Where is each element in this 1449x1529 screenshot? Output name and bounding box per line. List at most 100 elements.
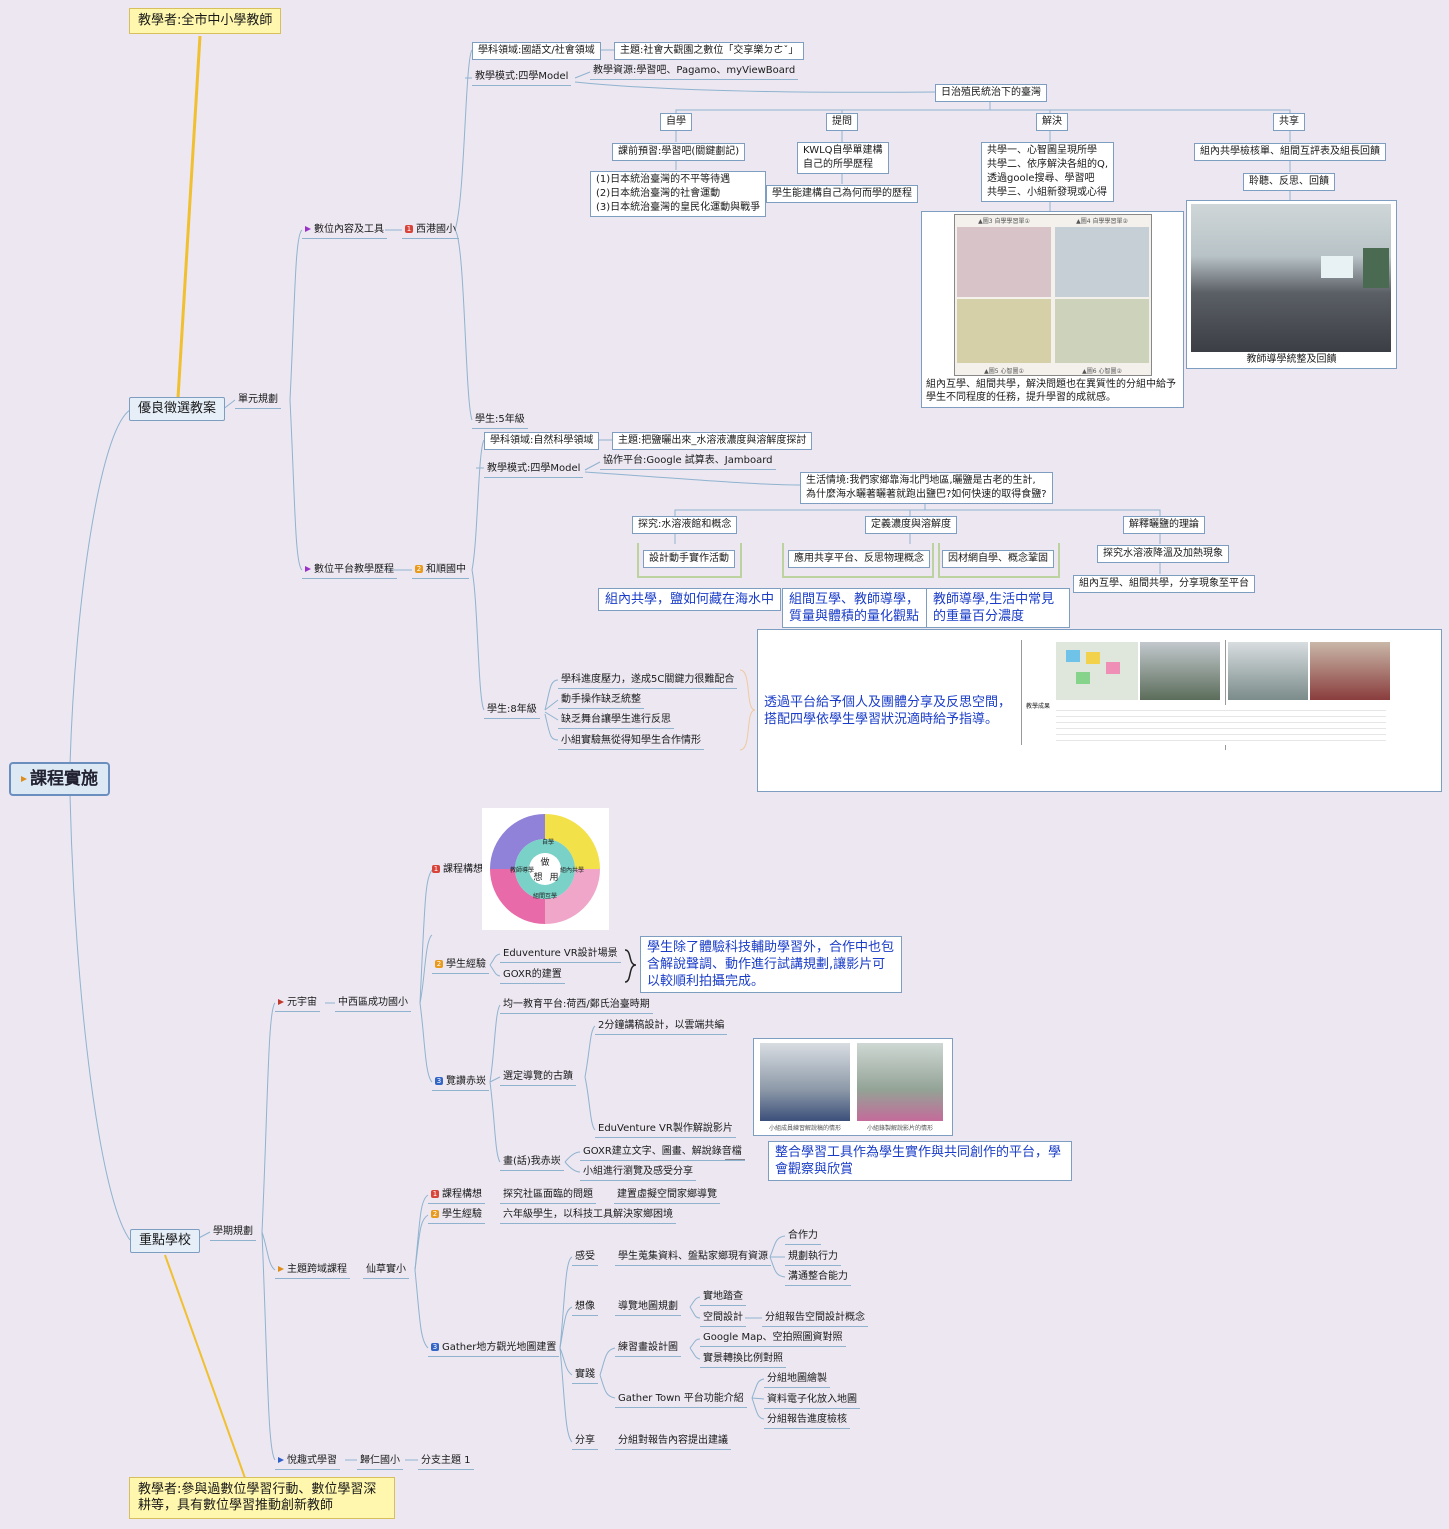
- junyi-platform[interactable]: 均一教育平台:荷西/鄭氏治臺時期: [500, 998, 653, 1014]
- metaverse[interactable]: 元宇宙: [275, 996, 320, 1012]
- fun-learning[interactable]: 悅趣式學習: [275, 1454, 340, 1470]
- vr-video[interactable]: EduVenture VR製作解說影片: [595, 1122, 736, 1138]
- feel-value[interactable]: 學生蒐集資料、盤點家鄉現有資源: [615, 1250, 771, 1266]
- s2-mode[interactable]: 教學模式:四學Model: [484, 462, 584, 478]
- s2-factor[interactable]: 因材網自學、概念鞏固: [942, 550, 1054, 568]
- s1-share[interactable]: 共享: [1273, 113, 1305, 131]
- semester-plan[interactable]: 學期規劃: [210, 1225, 256, 1241]
- classroom-photo-panel[interactable]: 教師導學統整及回饋: [1186, 200, 1397, 369]
- s1-share-steps[interactable]: 共學一、心智圖呈現所學 共學二、依序解決各組的Q, 透過goole搜尋、學習吧 …: [981, 142, 1115, 202]
- s2-subject[interactable]: 學科領域:自然科學領域: [484, 432, 600, 450]
- gt-item[interactable]: 資料電子化放入地圖: [764, 1393, 860, 1409]
- feel-skill[interactable]: 溝通整合能力: [785, 1270, 851, 1286]
- b-exp-value[interactable]: 六年級學生，以科技工具解決家鄉困境: [500, 1208, 676, 1224]
- feel[interactable]: 感受: [572, 1250, 598, 1266]
- focus-branch[interactable]: 重點學校: [130, 1229, 201, 1253]
- s1-topic[interactable]: 主題:社會大觀園之數位「交享樂ㄉㄜˇ」: [614, 42, 805, 60]
- gt-item[interactable]: 分組地圖繪製: [764, 1372, 830, 1388]
- s2-issue[interactable]: 缺乏舞台讓學生進行反思: [558, 713, 674, 729]
- feel-skill[interactable]: 規劃執行力: [785, 1250, 841, 1266]
- s1-subject[interactable]: 學科領域:國語文/社會領域: [472, 42, 601, 60]
- s1-ask[interactable]: 提問: [826, 113, 858, 131]
- teacher-note-top[interactable]: 教學者:全市中小學教師: [129, 8, 282, 34]
- s1-resources[interactable]: 教學資源:學習吧、Pagamo、myViewBoard: [590, 64, 799, 80]
- s1-kwlq-result[interactable]: 學生能建構自己為何而學的歷程: [766, 185, 918, 203]
- sharing-value[interactable]: 分組對報告內容提出建議: [615, 1434, 731, 1450]
- sketch-item[interactable]: Google Map、空拍照圖資對照: [700, 1331, 846, 1347]
- sharing[interactable]: 分享: [572, 1434, 598, 1450]
- s1-theme[interactable]: 日治殖民統治下的臺灣: [935, 84, 1047, 102]
- space-design[interactable]: 空間設計: [700, 1311, 746, 1327]
- school-guiren[interactable]: 歸仁國小: [357, 1454, 403, 1470]
- s1-listen[interactable]: 聆聽、反思、回饋: [1243, 173, 1335, 191]
- feel-skill[interactable]: 合作力: [785, 1229, 821, 1245]
- teacher-note-bottom[interactable]: 教學者:參與過數位學習行動、數位學習深耕等，具有數位學習推動創新教師: [129, 1477, 395, 1519]
- school-xiancao[interactable]: 仙草實小: [363, 1263, 409, 1279]
- b-idea-value-2[interactable]: 建置虛擬空間家鄉導覽: [614, 1188, 720, 1204]
- s2-issue[interactable]: 小組實驗無從得知學生合作情形: [558, 734, 704, 750]
- exp-item[interactable]: Eduventure VR設計場景: [500, 947, 621, 963]
- exp-note[interactable]: 學生除了體驗科技輔助學習外，合作中也包含解說聲調、動作進行試講規劃,讓影片可以較…: [640, 936, 902, 993]
- imagine[interactable]: 想像: [572, 1300, 598, 1316]
- s1-kwlq[interactable]: KWLQ自學單建構 自己的所學歷程: [797, 142, 889, 174]
- excellent-branch[interactable]: 優良徵選教案: [129, 397, 226, 421]
- survey[interactable]: 實地踏查: [700, 1290, 746, 1306]
- b-idea-value[interactable]: 探究社區面臨的問題: [500, 1188, 596, 1204]
- group-browse[interactable]: 小組進行瀏覽及感受分享: [580, 1165, 696, 1181]
- platform-branch[interactable]: 數位平台教學歷程: [302, 563, 397, 579]
- goxr-build[interactable]: GOXR建立文字、圖畫、解說錄音檔: [580, 1145, 745, 1161]
- script-design[interactable]: 2分鐘講稿設計，以雲端共編: [595, 1019, 728, 1035]
- s2-apply[interactable]: 應用共享平台、反思物理概念: [788, 550, 930, 568]
- select-monument[interactable]: 選定導覽的古蹟: [500, 1070, 576, 1086]
- s2-explain[interactable]: 解釋曬鹽的理論: [1123, 516, 1205, 534]
- s2-design[interactable]: 設計動手實作活動: [643, 550, 735, 568]
- school-chenggong[interactable]: 中西區成功國小: [335, 996, 411, 1012]
- sketch-item[interactable]: 實景轉換比例對照: [700, 1352, 786, 1368]
- s1-peer-check[interactable]: 組內共學檢核單、組間互評表及組長回饋: [1194, 143, 1386, 161]
- s2-cooling[interactable]: 探究水溶液降溫及加熱現象: [1097, 545, 1229, 563]
- sketch[interactable]: 練習畫設計圖: [615, 1341, 681, 1357]
- s1-preview[interactable]: 課前預習:學習吧(關鍵劃記): [612, 143, 746, 161]
- unit-plan[interactable]: 單元規劃: [235, 393, 281, 409]
- s2-blue-note-3[interactable]: 教師導學,生活中常見的重量百分濃度: [926, 588, 1070, 628]
- s2-issue[interactable]: 動手操作缺乏統整: [558, 693, 644, 709]
- exp-item[interactable]: GOXR的建置: [500, 968, 565, 984]
- s1-self[interactable]: 自學: [660, 113, 692, 131]
- s2-issue[interactable]: 學科進度壓力，遂成5C關鍵力很難配合: [558, 673, 738, 689]
- digital-tools[interactable]: 數位內容及工具: [302, 223, 387, 239]
- theme-course[interactable]: 主題跨域課程: [275, 1263, 350, 1279]
- practice[interactable]: 實踐: [572, 1368, 598, 1384]
- s2-topic[interactable]: 主題:把鹽曬出來_水溶液濃度與溶解度探討: [612, 432, 813, 450]
- gather-town-intro[interactable]: Gather Town 平台功能介紹: [615, 1392, 747, 1408]
- s1-grade[interactable]: 學生:5年級: [472, 413, 528, 429]
- s1-poster-panel[interactable]: ▲圖3 自學學習單① ▲圖4 自學學習單② ▲圖5 心智圖① ▲圖6 心智圖② …: [921, 211, 1184, 408]
- branch-topic-1[interactable]: 分支主題 1: [418, 1454, 474, 1470]
- root-node[interactable]: 課程實施: [9, 762, 110, 796]
- s1-solve[interactable]: 解決: [1036, 113, 1068, 131]
- s2-platforms[interactable]: 協作平台:Google 試算表、Jamboard: [600, 454, 776, 470]
- space-report[interactable]: 分組報告空間設計概念: [762, 1311, 868, 1327]
- gt-item[interactable]: 分組報告進度檢核: [764, 1413, 850, 1429]
- s2-share-platform[interactable]: 組內互學、組間共學，分享現象至平台: [1073, 575, 1255, 593]
- s2-explore[interactable]: 探究:水溶液館和概念: [632, 516, 738, 534]
- s2-context[interactable]: 生活情境:我們家鄉靠海北門地區,曬鹽是古老的生計, 為什麼海水曬著曬著就跑出鹽巴…: [800, 472, 1053, 504]
- draw-talk[interactable]: 畫(話)我赤崁: [500, 1155, 564, 1171]
- talk-note[interactable]: 整合學習工具作為學生實作與共同創作的平台，學會觀察與欣賞: [768, 1141, 1072, 1181]
- s2-blue-note-2[interactable]: 組間互學、教師導學，質量與體積的量化觀點: [782, 588, 934, 628]
- s2-blue-note-1[interactable]: 組內共學，鹽如何藏在海水中: [598, 588, 782, 611]
- imagine-value[interactable]: 導覽地圖規劃: [615, 1300, 681, 1316]
- s2-grade[interactable]: 學生:8年級: [484, 703, 540, 719]
- s1-items[interactable]: (1)日本統治臺灣的不平等待遇 (2)日本統治臺灣的社會運動 (3)日本統治臺灣…: [590, 171, 767, 217]
- s1-mode[interactable]: 教學模式:四學Model: [472, 70, 572, 86]
- practice-photos[interactable]: 小組成員練習解說稿的情形 小組錄製解說影片的情形: [753, 1038, 953, 1136]
- s2-reflection-panel[interactable]: 透過平台給予個人及團體分享及反思空間，搭配四學依學生學習狀況適時給予指導。 教學…: [757, 629, 1442, 792]
- s2-define[interactable]: 定義濃度與溶解度: [865, 516, 957, 534]
